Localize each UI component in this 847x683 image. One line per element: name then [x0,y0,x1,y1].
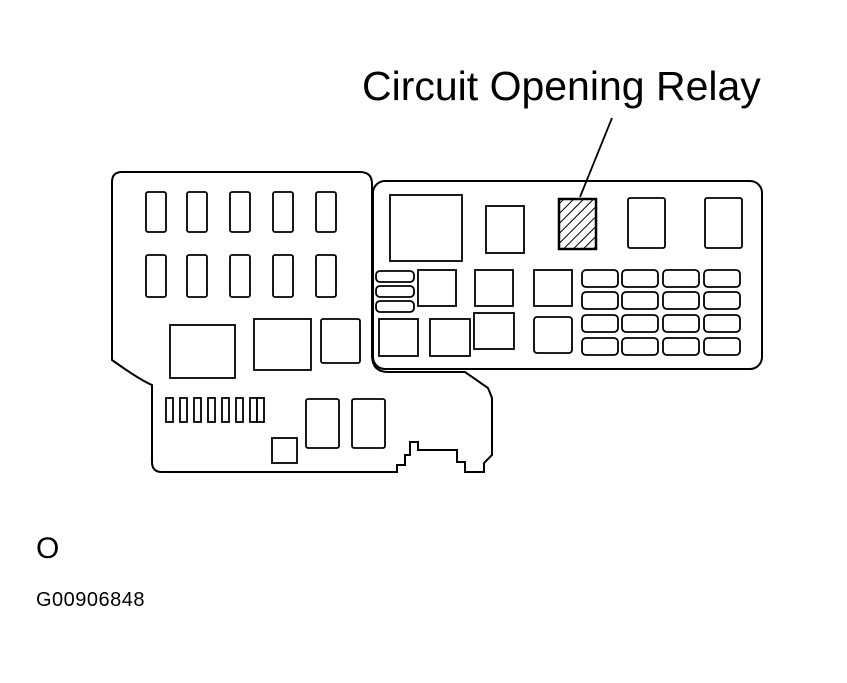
relay-slot [351,398,386,449]
mini-fuse-slot [235,397,244,423]
relay-slot [305,398,340,449]
fuse-slot [315,191,337,233]
fuse-slot [272,254,294,298]
relay-slot [485,205,525,254]
relay-slot [320,318,361,364]
fuse-slot [229,254,251,298]
mini-fuse-slot [256,397,265,423]
relay-slot [533,269,573,307]
fuse-grid [581,269,741,356]
mini-fuse-slot [221,397,230,423]
relay-slot [417,269,457,307]
fuse-slot [186,191,208,233]
relay-slot [627,197,666,249]
fuse-slot [375,270,415,283]
fuse-slot [375,285,415,298]
relay-slot [474,269,514,307]
figure-id: G00906848 [36,589,146,611]
fuse-slot [315,254,337,298]
mini-fuse-slot [165,397,174,423]
relay-slot [473,312,515,350]
relay-slot [389,194,463,262]
mini-fuse-slot [249,397,258,423]
relay-slot [169,324,236,379]
fuse-slot [145,254,167,298]
mini-fuse-slot [207,397,216,423]
relay-slot [378,318,419,357]
relay-slot [533,316,573,354]
callout-leader-line [579,117,613,198]
fuse-slot [145,191,167,233]
callout-label: Circuit Opening Relay [362,63,761,109]
circuit-opening-relay [557,197,598,251]
mini-fuse-slot [179,397,188,423]
fuse-slot [272,191,294,233]
connector-slot [271,437,298,464]
relay-slot [253,318,312,371]
fuse-slot [375,300,415,313]
relay-slot [429,318,471,357]
fuse-slot [229,191,251,233]
mini-fuse-slot [193,397,202,423]
relay-slot [704,197,743,249]
orientation-mark: O [36,532,60,565]
fuse-slot [186,254,208,298]
